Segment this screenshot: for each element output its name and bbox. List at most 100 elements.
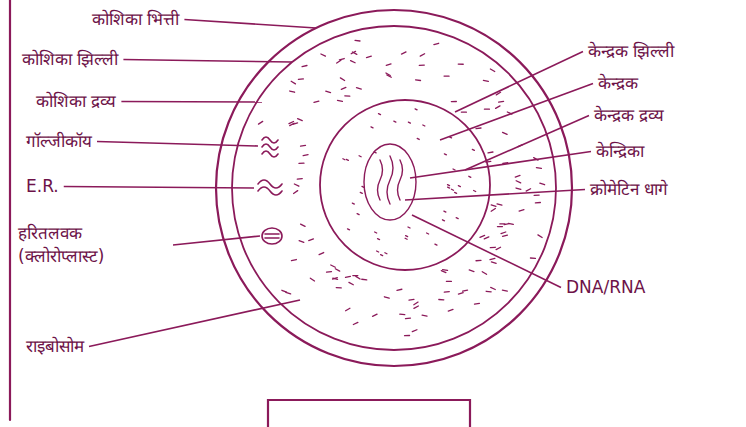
texture-dash (491, 205, 496, 206)
texture-dash (384, 297, 389, 298)
texture-dash (458, 63, 463, 64)
leader-line (440, 83, 593, 140)
texture-dash (516, 188, 521, 189)
texture-dash (309, 239, 314, 241)
leader-lines (64, 19, 593, 346)
part-label: क्रोमेटिन धागे (590, 178, 668, 201)
texture-dash (378, 114, 380, 115)
leader-line (64, 186, 254, 188)
leader-line (123, 59, 292, 62)
cut-box (268, 400, 470, 427)
texture-dash (258, 121, 262, 124)
texture-dash (348, 229, 350, 230)
texture-dash (444, 75, 449, 76)
texture-dash (341, 87, 346, 89)
texture-dash (400, 314, 405, 316)
texture-dash (405, 317, 410, 319)
texture-dash (480, 235, 485, 237)
texture-dash (397, 289, 402, 290)
texture-dash (483, 80, 488, 82)
texture-dash (536, 167, 541, 169)
leader-line (410, 151, 591, 178)
leader-line (405, 189, 585, 200)
texture-dash (303, 155, 308, 156)
part-label: DNA/RNA (566, 276, 645, 299)
golgi-body (262, 137, 278, 157)
texture-dash (434, 43, 439, 44)
texture-dash (502, 289, 507, 291)
texture-dash (353, 322, 358, 324)
texture-dash (319, 253, 324, 255)
texture-dash (422, 314, 427, 316)
texture-dash (458, 293, 463, 294)
texture-dash (374, 152, 376, 153)
texture-dash (482, 272, 486, 275)
texture-dash (491, 262, 496, 264)
texture-dash (423, 125, 425, 126)
texture-dash (427, 233, 429, 234)
leader-line (89, 300, 300, 346)
texture-dash (414, 306, 418, 308)
part-label: कोशिका झिल्ली (22, 48, 118, 71)
part-label: हरितलवक (क्लोरोप्लास्ट) (18, 222, 168, 268)
nucleolus (364, 144, 416, 220)
texture-dash (491, 287, 496, 289)
texture-dash (386, 64, 391, 65)
texture-dash (448, 309, 453, 311)
texture-dash (338, 100, 343, 101)
part-label: गॉल्जीकॉय (26, 130, 92, 153)
texture-dash (501, 232, 506, 234)
texture-dash (291, 260, 296, 261)
part-label: कोशिका द्रव्य (36, 90, 116, 113)
texture-dash (377, 251, 379, 252)
texture-dash (488, 151, 493, 153)
texture-dash (333, 278, 338, 279)
texture-dash (490, 258, 495, 259)
texture-dash (385, 253, 387, 254)
part-label: राइबोसोम (26, 335, 84, 358)
texture-dash (441, 271, 446, 273)
texture-dash (339, 59, 344, 60)
texture-dash (349, 282, 353, 284)
texture-dash (538, 235, 542, 238)
texture-dash (359, 156, 361, 157)
texture-dash (405, 238, 407, 239)
texture-dash (401, 52, 406, 54)
leader-line (455, 51, 583, 112)
texture-dash (345, 276, 350, 277)
texture-dash (297, 178, 302, 180)
part-label: केन्द्रिका (596, 140, 644, 163)
texture-dash (357, 214, 359, 215)
texture-dash (526, 189, 530, 191)
texture-dash (346, 159, 348, 160)
cytoplasm-texture (258, 40, 544, 335)
texture-dash (394, 121, 396, 122)
texture-dash (416, 79, 421, 81)
texture-dash (321, 54, 326, 56)
texture-dash (343, 159, 345, 160)
texture-dash (540, 183, 545, 184)
texture-dash (340, 78, 344, 81)
margin-line (9, 0, 11, 420)
texture-dash (530, 257, 535, 259)
texture-dash (408, 227, 410, 228)
texture-dash (496, 247, 500, 249)
part-label: E.R. (26, 175, 59, 198)
texture-dash (448, 185, 450, 186)
texture-dash (534, 195, 539, 197)
texture-dash (335, 269, 339, 271)
leader-line (465, 115, 589, 170)
texture-dash (476, 260, 481, 262)
texture-dash (458, 186, 460, 187)
texture-dash (351, 51, 355, 53)
texture-dash (490, 69, 494, 71)
texture-dash (476, 127, 481, 129)
texture-dash (409, 299, 414, 301)
texture-dash (294, 184, 298, 186)
texture-dash (484, 237, 489, 239)
part-label: कोशिका भित्ती (92, 8, 179, 31)
texture-dash (461, 112, 466, 113)
texture-dash (415, 109, 417, 110)
texture-dash (497, 226, 502, 227)
texture-dash (371, 127, 373, 128)
